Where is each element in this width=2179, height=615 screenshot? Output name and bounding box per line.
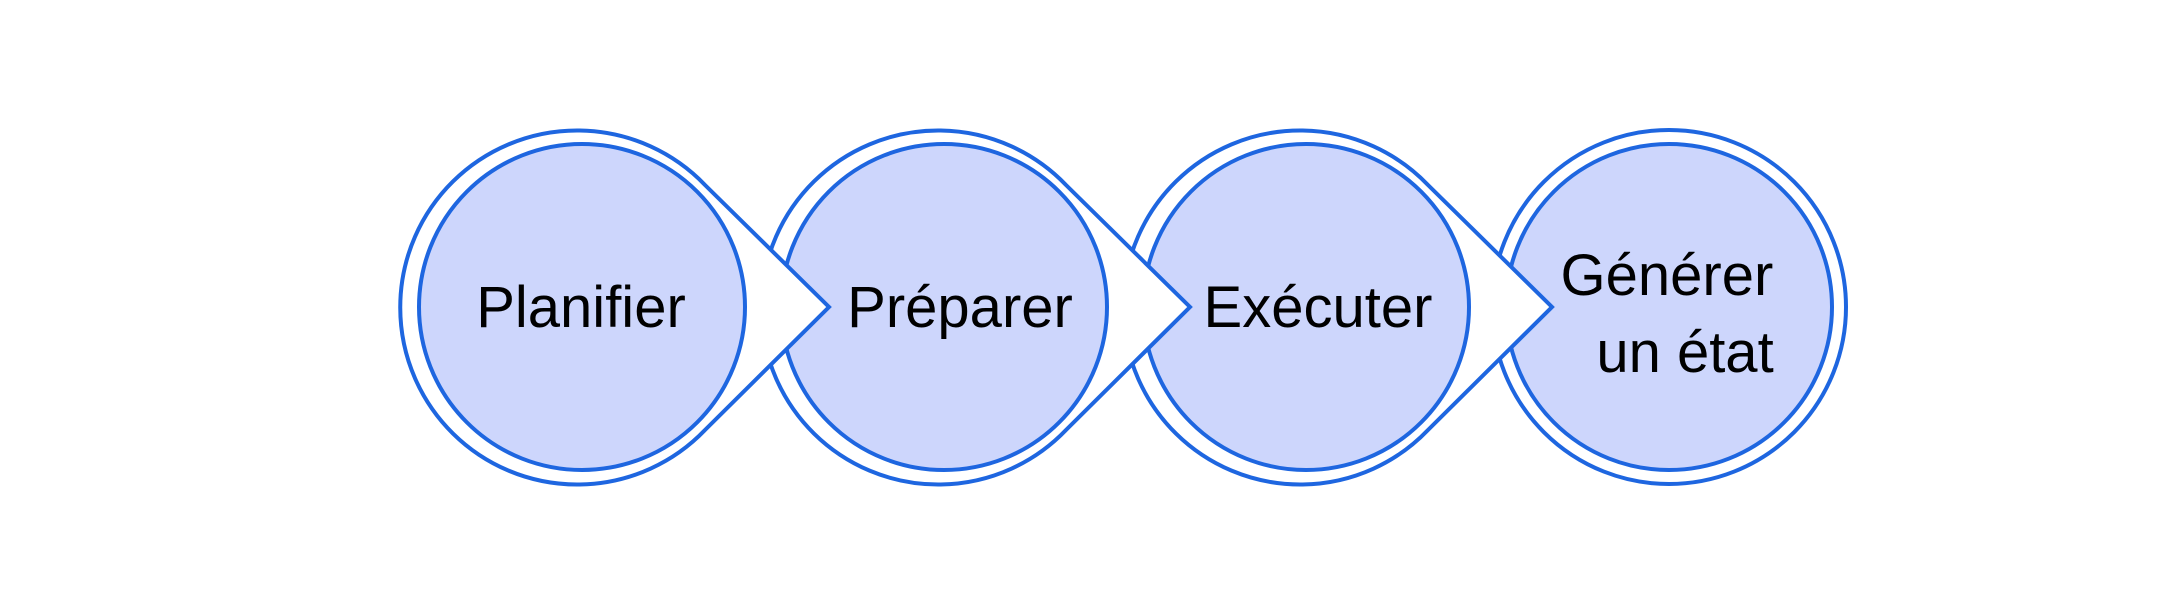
step-1-circle	[417, 142, 747, 472]
step-1: Planifier	[398, 128, 832, 487]
step-4: Générer un état	[1490, 128, 1848, 486]
step-3: Exécuter	[1121, 128, 1555, 487]
step-4-label-line-2: un état	[1596, 320, 1773, 385]
step-2-label: Préparer	[847, 275, 1073, 340]
step-1-label: Planifier	[476, 275, 686, 340]
step-4-label-line-1: Générer	[1561, 243, 1774, 308]
svg-text:Générer un état: Générer un état	[1561, 243, 1790, 385]
step-3-label: Exécuter	[1204, 275, 1433, 340]
